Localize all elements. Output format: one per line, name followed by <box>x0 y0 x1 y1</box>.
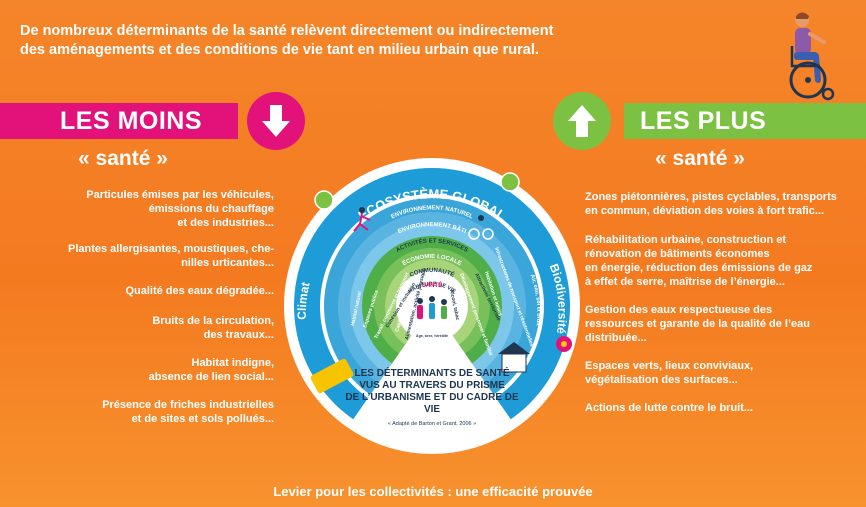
caption-source: « Adapté de Barton et Grant, 2006 » <box>387 421 477 427</box>
runner-icon <box>353 207 371 232</box>
family-icon <box>417 296 447 319</box>
les-plus-title: LES PLUS <box>640 107 767 135</box>
list-item: Réhabilitation urbaine, construction et … <box>585 234 813 288</box>
list-item: Actions de lutte contre le bruit... <box>585 402 754 414</box>
caption-line: LES DÉTERMINANTS DE SANTÉ <box>354 368 510 379</box>
list-item: Plantes allergisantes, moustiques, che- … <box>67 243 274 269</box>
list-item: Qualité des eaux dégradée... <box>125 285 274 297</box>
intro-line-2: des aménagements et des conditions de vi… <box>20 42 539 58</box>
list-item: Habitat indigne, absence de lien social.… <box>148 357 274 383</box>
determinants-wheel: ÉCOSYSTÈME GLOBAL ENVIRONNEMENT NATUREL … <box>284 158 580 454</box>
list-item: Bruits de la circulation, des travaux... <box>152 315 274 341</box>
climat-label: Climat <box>295 281 313 320</box>
center-sub-label: Âge, sexe, hérédité <box>416 333 448 338</box>
globe-icon <box>314 190 334 210</box>
les-moins-band <box>0 103 238 139</box>
wheelchair-user-icon <box>789 12 835 101</box>
les-moins-list: Particules émises par les véhicules, émi… <box>20 188 274 438</box>
intro-text: De nombreux déterminants de la santé rel… <box>20 22 640 60</box>
caption-line: DE L’URBANISME ET DU CADRE DE VIE <box>345 392 519 415</box>
footer-text: Levier pour les collectivités : une effi… <box>273 484 593 499</box>
house-icon <box>498 342 530 373</box>
arrow-up-icon <box>553 92 611 150</box>
globe-icon <box>500 172 520 192</box>
cyclist-icon <box>468 215 494 240</box>
sante-label: SANTÉ <box>422 281 442 289</box>
list-item: Particules émises par les véhicules, émi… <box>86 189 274 229</box>
list-item: Espaces verts, lieux conviviaux, végétal… <box>585 360 754 386</box>
intro-line-1: De nombreux déterminants de la santé rel… <box>20 23 554 39</box>
arrow-down-icon <box>247 92 305 150</box>
wheel-caption: LES DÉTERMINANTS DE SANTÉ VUS AU TRAVERS… <box>342 368 522 427</box>
list-item: Présence de friches industrielles et de … <box>102 399 274 425</box>
les-plus-list: Zones piétonnières, pistes cyclables, tr… <box>585 190 847 427</box>
les-plus-subtitle: « santé » <box>655 147 745 170</box>
caption-line: VUS AU TRAVERS DU PRISME <box>359 380 505 391</box>
flower-icon <box>556 336 572 352</box>
list-item: Gestion des eaux respectueuse des ressou… <box>585 304 810 344</box>
ring-label-communaute: COMMUNAUTÉ <box>409 268 456 279</box>
bus-icon <box>310 358 354 394</box>
les-moins-subtitle: « santé » <box>78 147 168 170</box>
les-moins-title: LES MOINS <box>60 107 203 135</box>
list-item: Zones piétonnières, pistes cyclables, tr… <box>585 191 837 217</box>
les-plus-band <box>624 103 866 139</box>
